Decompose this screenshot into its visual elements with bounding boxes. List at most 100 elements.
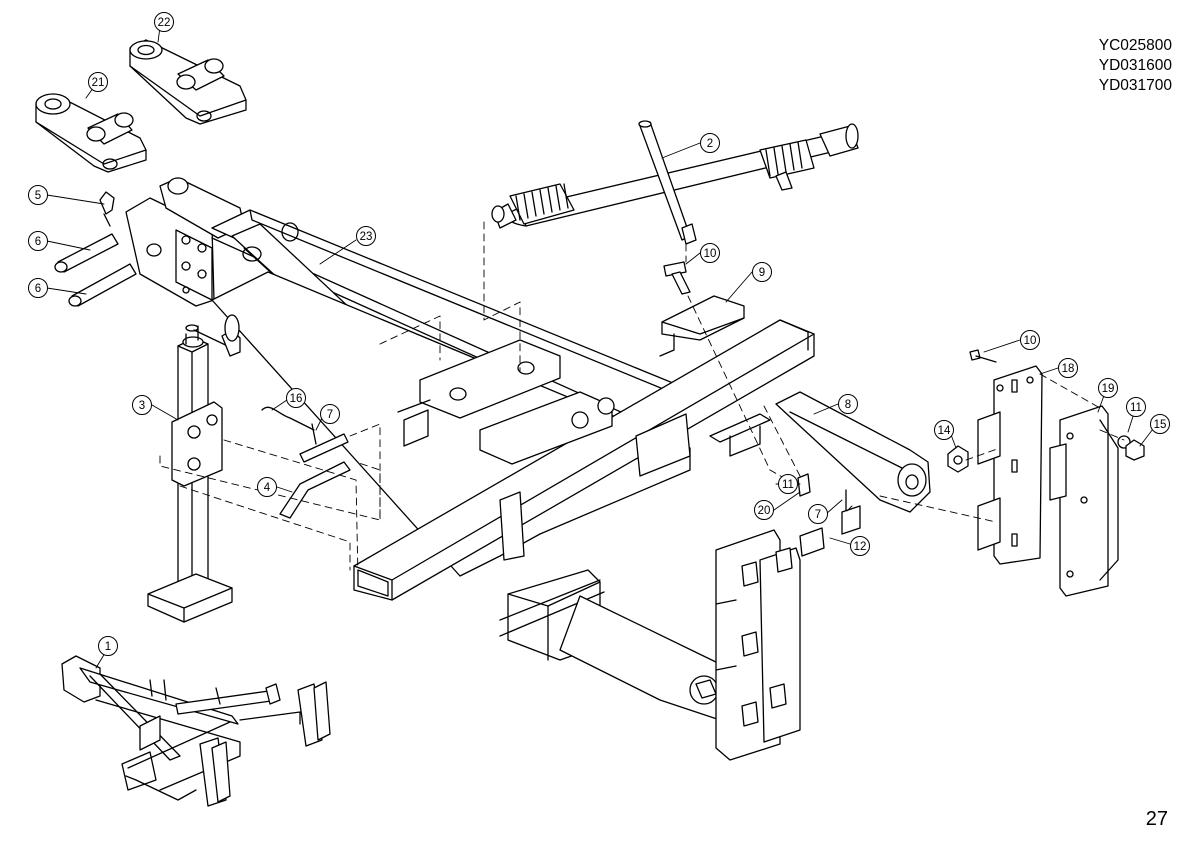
callout-circle (320, 404, 340, 424)
part-link-bracket-22 (129, 39, 247, 125)
callout-circle (1098, 378, 1118, 398)
callout-circle (700, 133, 720, 153)
model-code: YD031700 (1098, 77, 1172, 94)
callout-9: 9 (752, 262, 772, 282)
callout-circle (1020, 330, 1040, 350)
callout-19: 19 (1098, 378, 1118, 398)
callout-7: 7 (320, 404, 340, 424)
part-pins-5-6 (54, 191, 137, 307)
callout-circle (838, 394, 858, 414)
model-code: YC025800 (1098, 37, 1172, 54)
callout-label: 21 (92, 77, 105, 89)
callout-12: 12 (850, 536, 870, 556)
part-cross-tube (353, 319, 815, 601)
callout-4: 4 (257, 477, 277, 497)
callout-15: 15 (1150, 414, 1170, 434)
assembly-guide-lines (159, 221, 1125, 579)
callout-circle (356, 226, 376, 246)
callout-label: 6 (35, 236, 41, 248)
callout-circle (1058, 358, 1078, 378)
callout-5: 5 (28, 185, 48, 205)
callout-circle (778, 474, 798, 494)
model-codes: YC025800 YD031600 YD031700 (1099, 36, 1172, 96)
callout-circle (850, 536, 870, 556)
callout-label: 19 (1102, 383, 1115, 395)
part-clamp-plate-18 (977, 365, 1043, 565)
callout-leader-lines (46, 26, 1157, 669)
callout-circle (752, 262, 772, 282)
callout-6: 6 (28, 278, 48, 298)
callout-10: 10 (700, 243, 720, 263)
page-number: 27 (1145, 808, 1168, 830)
part-frame-brackets (397, 339, 691, 561)
callout-8: 8 (838, 394, 858, 414)
callout-label: 11 (782, 479, 794, 491)
callout-circle (28, 278, 48, 298)
callout-label: 1 (105, 641, 111, 653)
callout-label: 10 (704, 248, 717, 260)
callout-circle (28, 231, 48, 251)
callout-circle (98, 636, 118, 656)
callout-21: 21 (88, 72, 108, 92)
part-nuts-14-11-15 (947, 349, 1145, 473)
callout-label: 15 (1154, 419, 1167, 431)
part-arm-8 (709, 391, 931, 513)
callout-circle (88, 72, 108, 92)
part-overview-assembly-1 (61, 655, 331, 807)
callout-label: 20 (758, 505, 771, 517)
callout-label: 14 (938, 425, 951, 437)
part-small-pins (261, 406, 861, 557)
callout-label: 5 (35, 190, 41, 202)
callout-1: 1 (98, 636, 118, 656)
callout-circle (28, 185, 48, 205)
callout-20: 20 (754, 500, 774, 520)
callout-11: 11 (1126, 397, 1146, 417)
callout-label: 4 (264, 482, 271, 494)
callout-label: 8 (845, 399, 851, 411)
callout-18: 18 (1058, 358, 1078, 378)
callout-16: 16 (286, 388, 306, 408)
callout-label: 6 (35, 283, 41, 295)
callout-label: 12 (854, 541, 867, 553)
callout-22: 22 (154, 12, 174, 32)
callout-label: 18 (1062, 363, 1075, 375)
callout-circle (132, 395, 152, 415)
callout-circle (286, 388, 306, 408)
part-link-bracket-21 (35, 93, 147, 173)
callout-label: 9 (759, 267, 765, 279)
callout-label: 7 (815, 509, 821, 521)
part-hitch-frame-23 (125, 177, 691, 577)
callout-circle (754, 500, 774, 520)
callout-circle (808, 504, 828, 524)
callout-6: 6 (28, 231, 48, 251)
part-drawbar-2 (491, 120, 859, 245)
callout-label: 3 (139, 400, 145, 412)
part-bolt-9-10 (659, 261, 745, 357)
callout-circle (1126, 397, 1146, 417)
callout-circle (1150, 414, 1170, 434)
callout-3: 3 (132, 395, 152, 415)
callout-circle (700, 243, 720, 263)
callout-23: 23 (356, 226, 376, 246)
callout-circle (934, 420, 954, 440)
callout-label: 16 (290, 393, 303, 405)
callout-label: 23 (360, 231, 373, 243)
callout-label: 2 (707, 138, 713, 150)
part-jack-3 (147, 314, 241, 623)
callout-label: 7 (327, 409, 333, 421)
callout-14: 14 (934, 420, 954, 440)
callout-label: 10 (1024, 335, 1037, 347)
model-code: YD031600 (1098, 57, 1172, 74)
callout-label: 11 (1130, 402, 1142, 414)
part-lower-bracket-assembly (499, 529, 801, 761)
callout-2: 2 (700, 133, 720, 153)
callout-7: 7 (808, 504, 828, 524)
callout-circle (257, 477, 277, 497)
callout-10: 10 (1020, 330, 1040, 350)
callout-11: 11 (778, 474, 798, 494)
callout-label: 22 (158, 17, 171, 29)
part-clamp-plate-19 (1049, 405, 1119, 597)
callout-circle (154, 12, 174, 32)
